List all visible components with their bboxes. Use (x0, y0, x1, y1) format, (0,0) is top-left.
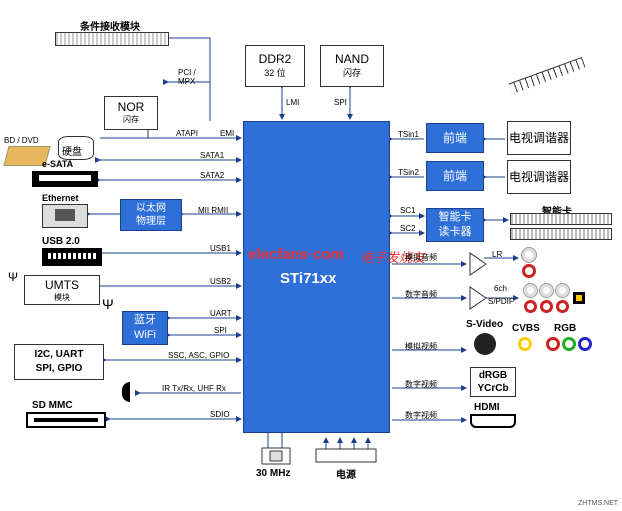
power-label: 电源 (336, 470, 356, 481)
hdd-label: 硬盘 (62, 147, 82, 158)
ssc-label: SSC, ASC, GPIO (168, 351, 230, 360)
umts-box: UMTS 模块 (24, 275, 100, 305)
antenna-icon: Ψ (8, 270, 19, 284)
nor-title: NOR (117, 100, 145, 114)
svideo-jack-icon (474, 333, 496, 355)
ddr2-title: DDR2 (258, 52, 292, 66)
ddr2-sub: 32 位 (264, 68, 286, 78)
lr-label: LR (492, 250, 503, 259)
lmi-label: LMI (286, 98, 300, 107)
usb1-label: USB1 (210, 244, 231, 253)
hdmi-port-icon (470, 414, 516, 428)
usb-port-icon (42, 248, 102, 266)
bt-wifi-box: 蓝牙 WiFi (122, 311, 168, 345)
usb20-label: USB 2.0 (42, 236, 80, 247)
watermark-text: 电子发烧友 (360, 250, 426, 265)
audio-r-jack-icon (522, 264, 536, 278)
audio-amp2-icon (469, 286, 487, 310)
ddr2-box: DDR2 32 位 (245, 45, 305, 87)
rgb-b-jack-icon (578, 337, 592, 351)
ir-label: IR Tx/Rx, UHF Rx (162, 384, 226, 393)
tsin2-label: TSin2 (398, 168, 419, 177)
svideo-label: S-Video (466, 319, 504, 330)
cvbs-jack-icon (518, 337, 532, 351)
bt-antenna-icon: Ψ (102, 296, 114, 312)
drgb-box: dRGB YCrCb (470, 367, 516, 397)
audio-amp-icon (469, 252, 487, 276)
smartcard-label: 智能卡 (542, 203, 572, 218)
module-slot-title: 条件接收模块 (80, 22, 140, 33)
corner-watermark: ZHTMS.NET (578, 500, 619, 507)
tuner2-box: 电视调谐器 (507, 160, 571, 194)
esata-label: e-SATA (42, 159, 74, 169)
digital-video1-label: 数字视频 (405, 380, 437, 389)
smartcard-slot2-icon (510, 228, 612, 240)
esata-port-icon (32, 171, 98, 187)
bd-dvd-label: BD / DVD (4, 136, 39, 145)
ethernet-port-icon (42, 204, 88, 228)
cvbs-label: CVBS (512, 323, 540, 334)
crystal-label: 30 MHz (256, 468, 291, 479)
nor-sub: 闪存 (123, 115, 139, 124)
audio-l-jack-icon (522, 248, 536, 262)
sata2-label: SATA2 (200, 171, 225, 180)
spi-left-label: SPI (214, 326, 227, 335)
rgb-label: RGB (554, 323, 577, 334)
analog-audio-label: 模拟音频 (405, 253, 437, 262)
sata1-label: SATA1 (200, 151, 225, 160)
eth-phy-box: 以太网 物理层 (120, 199, 182, 231)
ir-sensor-icon (122, 382, 130, 402)
emi-label: EMI (220, 129, 235, 138)
digital-audio-label: 数字音频 (405, 290, 437, 299)
nand-box: NAND 闪存 (320, 45, 384, 87)
sd-slot-icon (26, 412, 106, 428)
frontend2-box: 前端 (426, 161, 484, 191)
hdmi-label: HDMI (474, 402, 500, 413)
smartcard-slot1-icon (510, 213, 612, 225)
digital-video2-label: 数字视频 (405, 411, 437, 420)
ethernet-label: Ethernet (42, 193, 79, 203)
sc1-label: SC1 (400, 206, 416, 215)
chip-name: STi71xx (280, 270, 337, 287)
spi-top-label: SPI (334, 98, 347, 107)
frontend1-box: 前端 (426, 123, 484, 153)
rgb-g-jack-icon (562, 337, 576, 351)
6ch-jacks-icon (524, 284, 586, 316)
ch6-label: 6ch (494, 284, 507, 293)
usb2-label: USB2 (210, 277, 231, 286)
tsin1-label: TSin1 (398, 130, 419, 139)
watermark-logo: elecfans·com (248, 246, 344, 263)
module-slot-icon (55, 32, 169, 46)
tuner1-box: 电视调谐器 (507, 121, 571, 155)
uart-label: UART (210, 309, 232, 318)
sdio-label: SDIO (210, 410, 230, 419)
soc-chip (243, 121, 390, 433)
sdmmc-label: SD MMC (32, 400, 73, 411)
rgb-r-jack-icon (546, 337, 560, 351)
pci-mpx-label: PCI / MPX (178, 68, 196, 86)
smartcard-reader-box: 智能卡 读卡器 (426, 208, 484, 242)
atapi-label: ATAPI (176, 129, 198, 138)
umts-sub: 模块 (54, 293, 70, 302)
nand-title: NAND (334, 52, 369, 66)
io-box: I2C, UART SPI, GPIO (14, 344, 104, 380)
spdif-label: S/PDIF (488, 297, 514, 306)
nor-box: NOR 闪存 (104, 96, 158, 130)
umts-title: UMTS (45, 278, 79, 292)
hdd-icon (58, 136, 94, 160)
sc2-label: SC2 (400, 224, 416, 233)
analog-video-label: 模拟视频 (405, 342, 437, 351)
nand-sub: 闪存 (342, 68, 361, 78)
mii-label: MII RMII (198, 206, 229, 215)
